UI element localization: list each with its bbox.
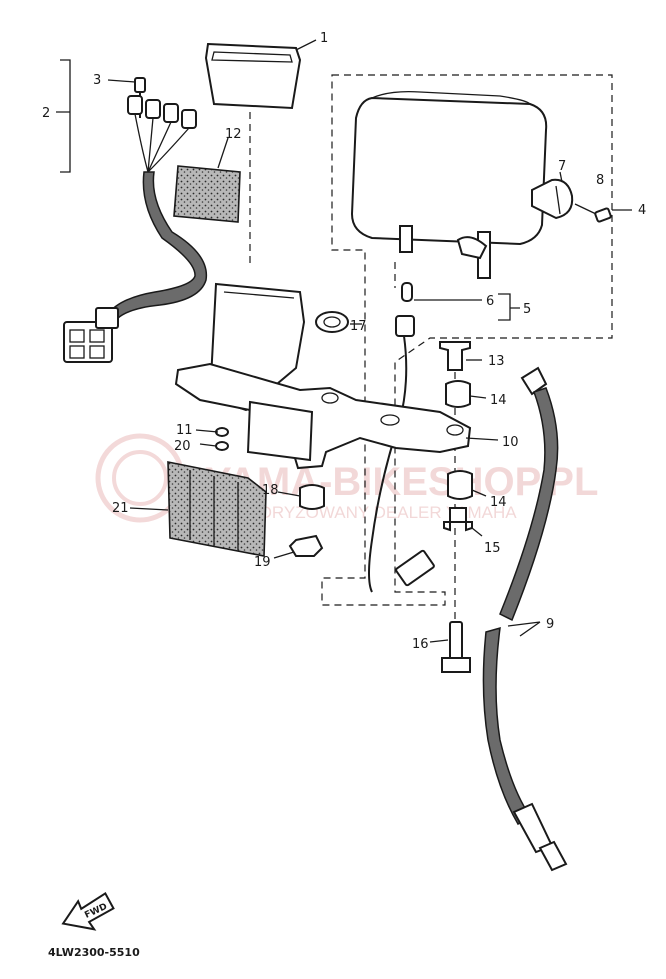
callout-labels: 1 2 3 4 5 6 7 8 9 10 11 12 13 14 14 15 1… <box>42 31 646 652</box>
callout-14b: 14 <box>490 495 507 510</box>
callout-16: 16 <box>412 637 429 652</box>
callout-18: 18 <box>262 483 279 498</box>
mount-fasteners <box>439 341 473 673</box>
meter-cover <box>204 42 302 110</box>
meter-bracket <box>174 282 472 470</box>
fwd-arrow-icon: FWD <box>61 891 115 931</box>
damper-block <box>167 461 267 557</box>
grommet <box>315 311 349 333</box>
callout-19: 19 <box>254 555 271 570</box>
wire-harness <box>63 77 208 363</box>
callout-12: 12 <box>225 127 242 142</box>
callout-2: 2 <box>42 106 50 121</box>
callout-11: 11 <box>176 423 193 438</box>
cushion-pad <box>173 165 241 223</box>
watermark-brand: YAMA-BIKESHOP.PL <box>205 460 598 504</box>
meter-assembly-box <box>321 74 613 606</box>
leader-lines <box>56 39 632 643</box>
callout-13: 13 <box>488 354 505 369</box>
callout-1: 1 <box>320 31 328 46</box>
callout-17: 17 <box>350 319 367 334</box>
callout-4: 4 <box>638 203 646 218</box>
speedometer-cable <box>482 366 568 872</box>
callout-5: 5 <box>523 302 531 317</box>
callout-15: 15 <box>484 541 501 556</box>
indicator-bulbs <box>368 282 435 593</box>
watermark: YAMA-BIKESHOP.PL AUTORYZOWANY DEALER YAM… <box>95 433 598 523</box>
callout-6: 6 <box>486 294 494 309</box>
watermark-logo-inner <box>112 450 168 506</box>
callout-21: 21 <box>112 501 129 516</box>
collar-and-nut <box>288 484 325 557</box>
callout-8: 8 <box>596 173 604 188</box>
callout-7: 7 <box>558 159 566 174</box>
callout-9: 9 <box>546 617 554 632</box>
meter-assembly <box>350 90 612 279</box>
callout-10: 10 <box>502 435 519 450</box>
drawing-code: 4LW2300-5510 <box>48 946 140 959</box>
callout-3: 3 <box>93 73 101 88</box>
callout-20: 20 <box>174 439 191 454</box>
watermark-subtitle: AUTORYZOWANY DEALER YAMAHA <box>225 503 517 522</box>
callout-14a: 14 <box>490 393 507 408</box>
small-fasteners <box>215 427 229 451</box>
